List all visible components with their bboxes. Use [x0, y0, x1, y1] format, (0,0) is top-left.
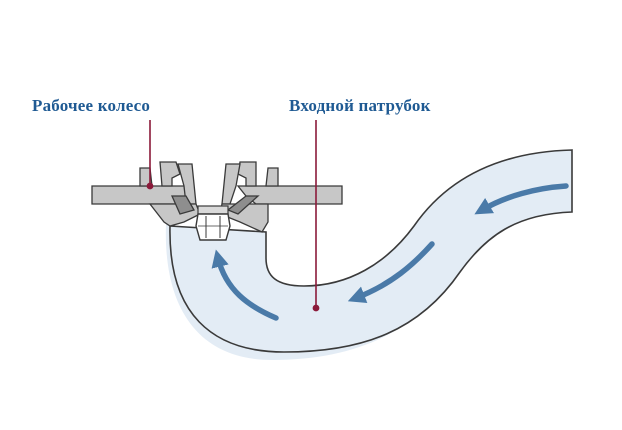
curved-arrow-icon — [474, 183, 569, 215]
impeller-label: Рабочее колесо — [32, 96, 151, 115]
curved-arrow-icon — [347, 241, 435, 304]
hex-nut-icon — [195, 205, 231, 241]
curved-arrow-icon — [211, 249, 279, 321]
impeller — [91, 161, 343, 233]
inlet-pipe-label: Входной патрубок — [289, 96, 431, 115]
leader-lines — [146, 120, 320, 312]
pipe-fill — [169, 149, 573, 353]
flow-arrows — [211, 183, 569, 321]
